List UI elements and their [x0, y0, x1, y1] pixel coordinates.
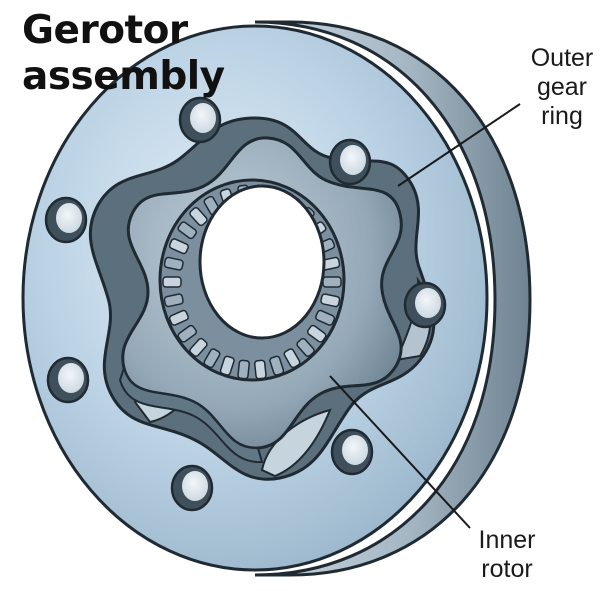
bore-opening	[198, 184, 326, 340]
inner-rotor-edge	[118, 364, 264, 464]
diagram-title: Gerotor assembly	[22, 8, 225, 100]
bearing-needle	[296, 337, 315, 357]
bolt-hole	[328, 138, 372, 186]
title-line-1: Gerotor	[22, 8, 188, 53]
bearing-needle	[269, 355, 285, 376]
cavity-highlight	[260, 408, 332, 478]
label-line: Inner	[478, 526, 536, 554]
leader-outer-gear-ring	[397, 103, 521, 187]
bearing-needle	[315, 309, 336, 326]
bearing-needle	[168, 309, 189, 326]
bearing-needle	[322, 276, 342, 288]
bearing-needle	[219, 355, 235, 376]
label-outer-gear-ring: Outer gear ring	[520, 44, 604, 131]
outer-ring-rim	[254, 20, 532, 577]
label-line: ring	[541, 102, 583, 130]
bolt-hole	[330, 428, 374, 476]
bearing-needle	[163, 293, 184, 308]
bearing-needle	[163, 256, 184, 271]
bolt-holes	[44, 96, 447, 512]
bolt-hole	[44, 196, 88, 244]
bearing-needle	[253, 359, 267, 380]
bearing-needle	[189, 207, 208, 227]
bearing-needle	[189, 337, 208, 357]
label-line: gear	[536, 73, 588, 101]
bearing-needle	[177, 324, 198, 343]
bearing-needle	[177, 221, 198, 240]
bolt-hole	[46, 356, 90, 404]
bearing-needle	[320, 293, 341, 308]
label-line: rotor	[481, 555, 533, 583]
bolt-hole	[170, 464, 214, 512]
bearing-needle	[283, 348, 301, 369]
label-inner-rotor: Inner rotor	[462, 526, 552, 584]
label-line: Outer	[530, 44, 594, 72]
title-line-2: assembly	[22, 54, 225, 99]
bolt-hole	[178, 96, 222, 144]
bearing-needle	[162, 276, 182, 288]
leader-inner-rotor	[329, 375, 471, 529]
bearing-needle	[306, 324, 327, 343]
bearing-needle	[237, 359, 251, 380]
bearing-needle	[203, 348, 221, 369]
bolt-hole	[403, 281, 447, 329]
bearing-needle	[168, 238, 189, 255]
